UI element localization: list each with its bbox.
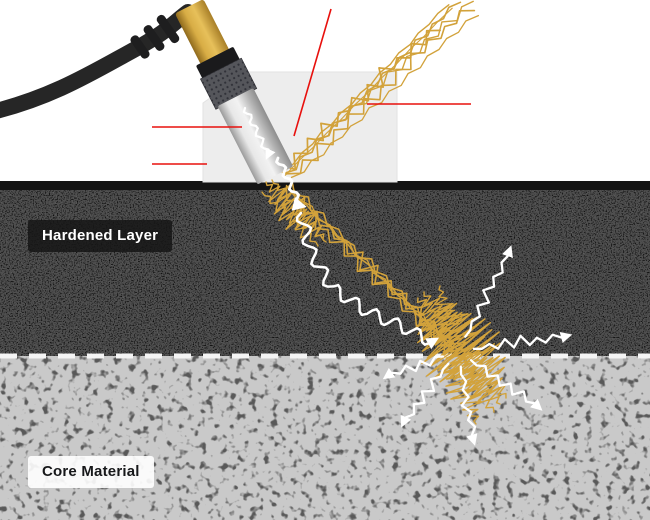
probe-cable bbox=[0, 4, 196, 119]
surface-line bbox=[0, 181, 650, 190]
leader-line-contact-point bbox=[293, 8, 332, 137]
probe-connector-gold bbox=[175, 0, 229, 65]
hardened-layer bbox=[0, 190, 650, 356]
leader-lines bbox=[152, 8, 471, 165]
probe-black-ring bbox=[196, 47, 240, 80]
cable-strain-relief-rings bbox=[130, 14, 180, 59]
core-material-layer bbox=[0, 356, 650, 520]
shear-wave-arrows bbox=[242, 106, 573, 446]
hardened-layer-label: Hardened Layer bbox=[28, 220, 173, 252]
core-material-label: Core Material bbox=[28, 456, 154, 488]
